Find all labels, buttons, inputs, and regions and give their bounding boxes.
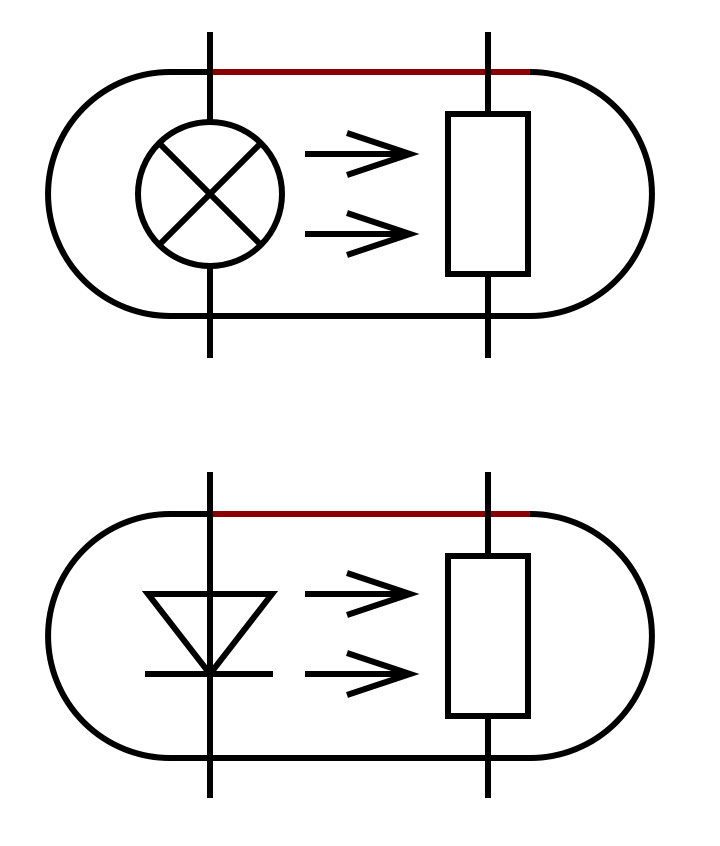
light-arrow-icon <box>305 210 420 258</box>
lamp-icon <box>135 119 285 269</box>
housing-outline <box>45 69 655 319</box>
diode-icon <box>141 591 279 679</box>
led-photoresistor-optocoupler <box>45 472 655 798</box>
housing-outline <box>45 511 655 761</box>
lamp-cross-b <box>156 140 264 248</box>
lamp-circle <box>135 119 285 269</box>
light-arrow-icon <box>305 130 420 178</box>
light-arrow-icon <box>305 570 420 618</box>
lamp-photoresistor-optocoupler <box>45 32 655 358</box>
light-arrow-icon <box>305 650 420 698</box>
diode-triangle <box>141 591 279 679</box>
